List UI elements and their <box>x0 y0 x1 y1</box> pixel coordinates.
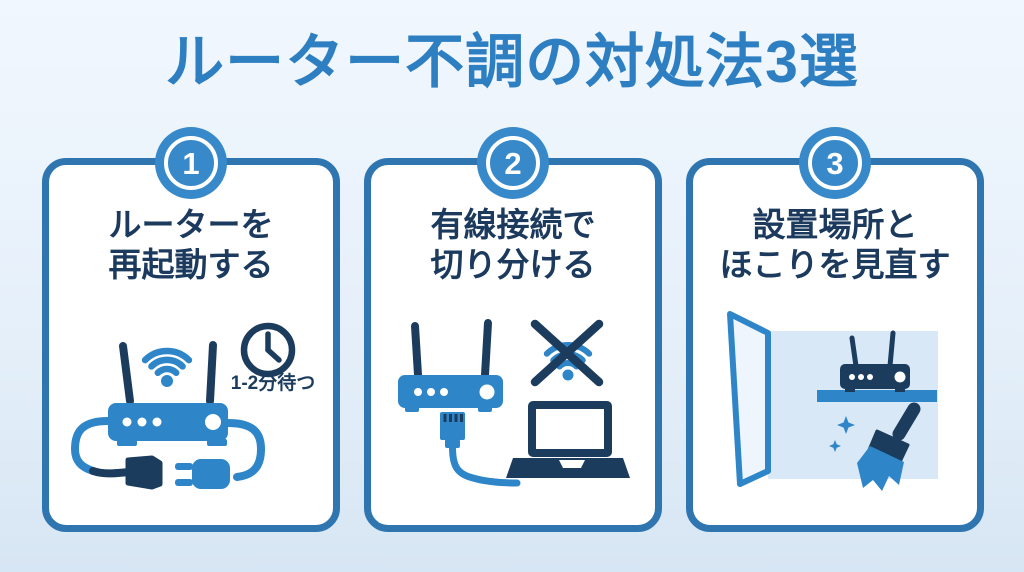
wifi-icon <box>141 347 193 387</box>
step-1-number: 1 <box>182 145 200 181</box>
card-3-title: 設置場所と ほこりを見直す <box>693 205 977 286</box>
card-wired-connection: 2 有線接続で 切り分ける <box>364 127 662 532</box>
card-3-title-line2: ほこりを見直す <box>719 246 951 284</box>
unplugged-power-plugs-icon <box>70 417 266 490</box>
step-2-badge-ring: 2 <box>486 136 540 190</box>
card-2-title-line1: 有線接続で <box>430 206 596 243</box>
router-icon <box>398 319 503 412</box>
step-3-badge: 3 <box>799 127 871 199</box>
page-title: ルーター不調の対処法3選 <box>165 29 859 95</box>
step-1-badge: 1 <box>155 127 227 199</box>
step-3-number: 3 <box>826 145 844 181</box>
card-1-title-line1: ルーターを <box>108 206 274 243</box>
restart-router-illustration <box>70 322 296 490</box>
step-1-badge-ring: 1 <box>164 136 218 190</box>
card-restart-router: 1 ルーターを 再起動する <box>42 127 340 532</box>
ethernet-cable-icon <box>440 412 521 487</box>
card-2-title: 有線接続で 切り分ける <box>371 205 655 286</box>
router-on-shelf-icon <box>817 330 937 402</box>
card-1-title: ルーターを 再起動する <box>49 205 333 286</box>
clock-icon <box>240 322 296 378</box>
laptop-icon <box>506 401 630 478</box>
step-3-badge-ring: 3 <box>808 136 862 190</box>
cleaning-brush-icon <box>857 402 921 491</box>
wait-note: 1-2分待つ <box>230 373 316 394</box>
step-2-number: 2 <box>504 145 522 181</box>
step-2-badge: 2 <box>477 127 549 199</box>
card-placement-dust: 3 設置場所と ほこりを見直す <box>686 127 984 532</box>
card-1-title-line2: 再起動する <box>108 246 274 284</box>
placement-illustration <box>727 311 938 491</box>
card-3-title-line1: 設置場所と <box>752 206 918 243</box>
sparkles-icon <box>829 416 855 452</box>
no-wifi-icon <box>530 319 604 387</box>
router-icon <box>108 341 228 446</box>
shelf <box>817 390 937 402</box>
wired-connection-illustration <box>398 319 630 487</box>
open-door-icon <box>727 311 771 487</box>
card-2-title-line2: 切り分ける <box>430 246 596 284</box>
